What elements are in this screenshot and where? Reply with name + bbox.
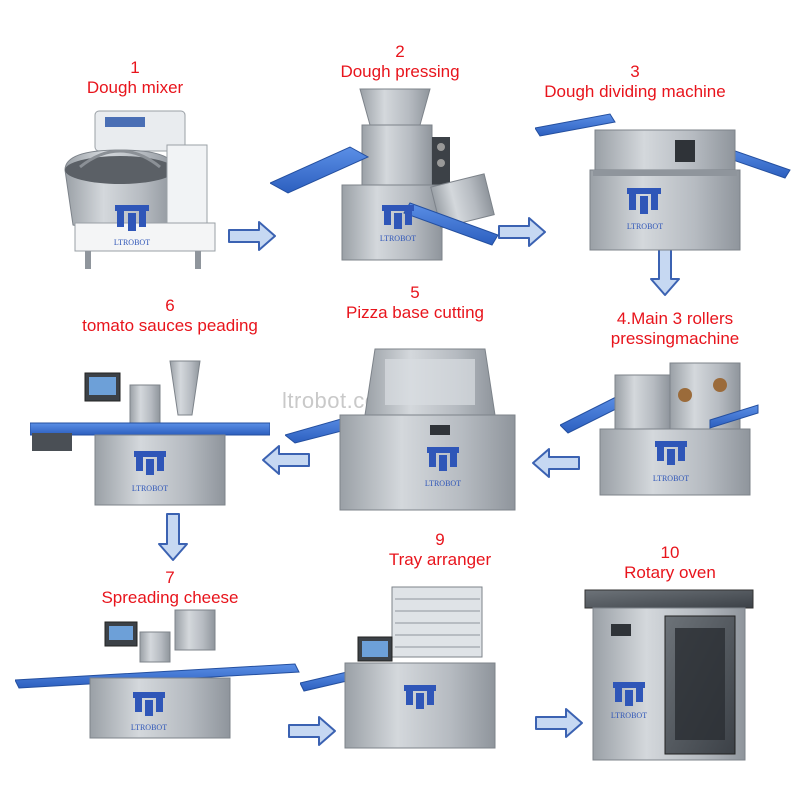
- brand-text: LTROBOT: [627, 222, 663, 231]
- tomato-sauce-machine: LTROBOT: [30, 360, 270, 506]
- ltrobot-logo-icon: [115, 205, 149, 231]
- ltrobot-logo-icon: [404, 685, 436, 709]
- step-9-name: Tray arranger: [388, 550, 492, 569]
- brand-text: LTROBOT: [611, 711, 647, 720]
- ltrobot-logo-icon: [133, 692, 165, 716]
- brand-text: LTROBOT: [131, 723, 167, 732]
- step-5-label: 5 Pizza base cutting: [325, 283, 505, 323]
- ltrobot-logo-icon: [427, 447, 459, 471]
- step-7-name: Spreading cheese: [101, 588, 239, 607]
- step-5-name: Pizza base cutting: [346, 303, 484, 322]
- dough-dividing-machine: LTROBOT: [535, 113, 791, 251]
- step-1-label: 1 Dough mixer: [70, 58, 200, 98]
- step-1-name: Dough mixer: [86, 78, 184, 97]
- rotary-oven-machine: LTROBOT: [584, 589, 754, 761]
- step-6-name: tomato sauces peading: [82, 316, 258, 335]
- step-2-name: Dough pressing: [340, 62, 460, 81]
- step-6-label: 6 tomato sauces peading: [55, 296, 285, 336]
- arrow-6-to-7: [158, 513, 188, 561]
- brand-text: LTROBOT: [114, 238, 150, 247]
- step-5-number: 5: [410, 283, 420, 302]
- step-4-name: 4.Main 3 rollers: [616, 309, 734, 328]
- three-roller-pressing-machine: LTROBOT: [560, 362, 759, 496]
- step-2-number: 2: [395, 42, 405, 61]
- step-9-label: 9 Tray arranger: [365, 530, 515, 570]
- pizza-base-cutting-machine: LTROBOT: [285, 348, 516, 511]
- step-10-number: 10: [660, 543, 680, 562]
- dough-pressing-machine: LTROBOT: [270, 88, 499, 261]
- ltrobot-logo-icon: [134, 451, 166, 475]
- ltrobot-logo-icon: [382, 205, 414, 229]
- step-3-label: 3 Dough dividing machine: [520, 62, 750, 102]
- brand-text: LTROBOT: [132, 484, 168, 493]
- brand-text: LTROBOT: [425, 479, 461, 488]
- brand-text: LTROBOT: [380, 234, 416, 243]
- dough-mixer-machine: LTROBOT: [64, 110, 216, 269]
- ltrobot-logo-icon: [613, 682, 645, 706]
- arrow-9-to-10: [535, 708, 583, 738]
- step-7-label: 7 Spreading cheese: [80, 568, 260, 608]
- ltrobot-logo-icon: [655, 441, 687, 465]
- step-7-number: 7: [165, 568, 175, 587]
- brand-text: LTROBOT: [653, 474, 689, 483]
- step-2-label: 2 Dough pressing: [320, 42, 480, 82]
- step-1-number: 1: [130, 58, 140, 77]
- step-4-name-line2: pressingmachine: [610, 329, 740, 348]
- step-6-number: 6: [165, 296, 175, 315]
- tray-arranger-machine: [300, 586, 496, 749]
- ltrobot-logo-icon: [627, 188, 661, 214]
- step-10-name: Rotary oven: [624, 563, 716, 582]
- step-3-name: Dough dividing machine: [544, 82, 726, 101]
- arrow-3-to-4: [650, 248, 680, 296]
- step-4-label: 4.Main 3 rollers pressingmachine: [580, 309, 770, 349]
- step-3-number: 3: [630, 62, 640, 81]
- step-10-label: 10 Rotary oven: [595, 543, 745, 583]
- cheese-spreading-machine: LTROBOT: [15, 609, 300, 739]
- step-9-number: 9: [435, 530, 445, 549]
